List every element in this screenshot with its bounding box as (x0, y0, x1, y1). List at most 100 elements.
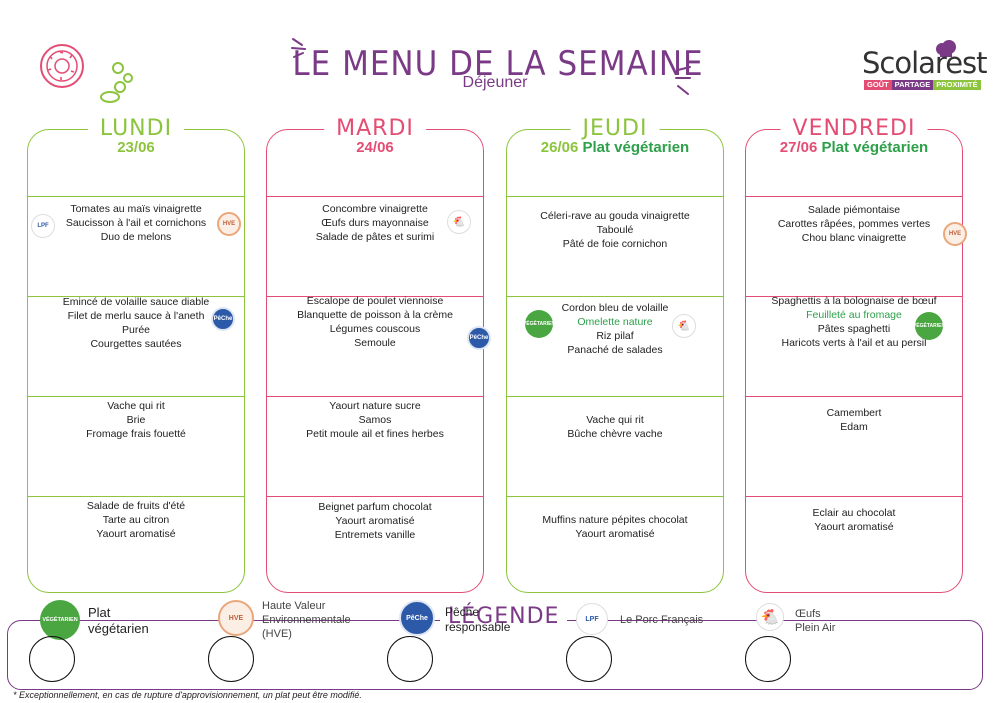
dish: Salade piémontaise (807, 204, 901, 216)
dish: Vache qui rit (586, 414, 644, 426)
mains-list: Escalope de poulet viennoise Blanquette … (267, 294, 483, 350)
dish: Petit moule ail et fines herbes (306, 428, 444, 440)
starters-list: Tomates au maïs vinaigrette Saucisson à … (28, 202, 244, 244)
section-divider (267, 396, 483, 397)
legend-text: Plein Air (795, 622, 836, 634)
logo-tagline: GOÛT PARTAGE PROXIMITÉ (864, 80, 981, 90)
legend-text: Environnementale (262, 614, 351, 626)
dish: Semoule (354, 337, 396, 349)
logo-tagline-gout: GOÛT (864, 80, 892, 90)
dish: Escalope de poulet viennoise (306, 295, 444, 307)
dish: Œufs durs mayonnaise (321, 217, 429, 229)
legend-label-eggs: Œufs Plein Air (795, 607, 835, 635)
dish: Tarte au citron (102, 514, 170, 526)
day-card-jeudi: JEUDI 26/06 Plat végétarien Céleri-rave … (506, 116, 724, 593)
section-divider (28, 196, 244, 197)
header-decoration-left (291, 38, 306, 58)
cheese-list: Vache qui rit Brie Fromage frais fouetté (28, 399, 244, 441)
day-date: 23/06 (117, 139, 155, 156)
section-divider (267, 496, 483, 497)
dish: Emincé de volaille sauce diable (62, 296, 210, 308)
starters-list: Céleri-rave au gouda vinaigrette Taboulé… (507, 209, 723, 251)
chef-hat-icon (936, 40, 956, 57)
vegetarian-tag: Plat végétarien (582, 139, 690, 156)
cheese-list: Vache qui rit Bûche chèvre vache (507, 413, 723, 441)
day-date-line: 24/06 (267, 139, 483, 156)
vegetarian-legend-icon: VÉGÉTARIEN (40, 600, 80, 640)
section-divider (267, 196, 483, 197)
day-name: MARDI (324, 116, 426, 141)
legend-label-vegetarian: Plat végétarien (88, 605, 149, 637)
page-subtitle: Déjeuner (462, 74, 528, 91)
dish: Brie (126, 414, 146, 426)
dish: Camembert (826, 407, 882, 419)
dish-vegetarian: Feuilleté au fromage (806, 309, 902, 321)
dessert-list: Salade de fruits d'été Tarte au citron Y… (28, 499, 244, 541)
section-divider (28, 296, 244, 297)
dish: Carottes râpées, pommes vertes (777, 218, 931, 230)
section-divider (746, 196, 962, 197)
dish: Entremets vanille (334, 529, 416, 541)
logo-tagline-partage: PARTAGE (891, 80, 934, 90)
dish: Spaghettis à la bolognaise de bœuf (771, 295, 937, 307)
porc-francais-legend-icon: LPF (576, 603, 608, 635)
legend-checkbox-circle (745, 636, 791, 682)
dish: Purée (121, 324, 151, 336)
legend-checkbox-circle (29, 636, 75, 682)
dish: Filet de merlu sauce à l'aneth (67, 310, 205, 322)
peche-responsable-badge: PêChe (467, 326, 491, 350)
legend-text: Plat (88, 605, 111, 620)
vegetarian-tag: Plat végétarien (821, 139, 929, 156)
section-divider (28, 496, 244, 497)
dish: Salade de fruits d'été (86, 500, 186, 512)
legend-checkbox-circle (387, 636, 433, 682)
porc-francais-badge: LPF (31, 214, 55, 238)
hve-legend-icon: HVE (218, 600, 254, 636)
mains-list: Cordon bleu de volaille Omelette nature … (507, 301, 723, 357)
dish: Légumes couscous (329, 323, 421, 335)
section-divider (746, 296, 962, 297)
dish: Beignet parfum chocolat (318, 501, 432, 513)
vegetarian-badge: VÉGÉTARIEN (915, 312, 943, 340)
dessert-list: Eclair au chocolat Yaourt aromatisé (746, 506, 962, 534)
dish: Samos (358, 414, 392, 426)
legend-label-porc: Le Porc Français (620, 614, 704, 626)
dish: Pâté de foie cornichon (562, 238, 668, 250)
mains-list: Spaghettis à la bolognaise de bœuf Feuil… (746, 294, 962, 350)
legend-label-hve: Haute Valeur Environnementale (HVE) (262, 599, 351, 641)
legend-text: Œufs (795, 608, 821, 620)
day-card-vendredi: VENDREDI 27/06 Plat végétarien Salade pi… (745, 116, 967, 593)
legend-text: (HVE) (262, 628, 292, 640)
dish: Yaourt aromatisé (575, 528, 655, 540)
logo-wordmark: Scolarest (862, 46, 988, 80)
starters-list: Concombre vinaigrette Œufs durs mayonnai… (267, 202, 483, 244)
dish: Blanquette de poisson à la crème (297, 309, 453, 321)
footnote: * Exceptionnellement, en cas de rupture … (13, 690, 362, 700)
eggs-legend-icon: 🐔 (756, 603, 784, 631)
logo-tagline-proximite: PROXIMITÉ (933, 80, 981, 90)
page-title: LE MENU DE LA SEMAINE (292, 44, 704, 84)
header-decoration-right (675, 66, 691, 95)
dish: Yaourt nature sucre (329, 400, 421, 412)
eggs-free-range-icon: 🐔 (447, 210, 471, 234)
dessert-list: Beignet parfum chocolat Yaourt aromatisé… (267, 500, 483, 542)
dish: Fromage frais fouetté (86, 428, 186, 440)
legend-label-peche: Pêche responsable (445, 605, 510, 635)
dish: Riz pilaf (596, 330, 634, 342)
day-name: VENDREDI (780, 116, 928, 141)
dish: Eclair au chocolat (812, 507, 896, 519)
hve-badge: HVE (943, 222, 967, 246)
legend-text: responsable (445, 620, 511, 634)
section-divider (507, 396, 723, 397)
dish: Cordon bleu de volaille (561, 302, 669, 314)
cheese-list: Camembert Edam (746, 406, 962, 434)
dish: Chou blanc vinaigrette (801, 232, 907, 244)
day-card-lundi: LUNDI 23/06 Tomates au maïs vinaigrette … (27, 116, 245, 593)
dish: Duo de melons (100, 231, 172, 243)
dish: Haricots verts à l'ail et au persil (781, 337, 927, 349)
dish-vegetarian: Omelette nature (577, 316, 653, 328)
day-name: JEUDI (570, 116, 660, 141)
dish: Vache qui rit (107, 400, 165, 412)
day-date: 27/06 (779, 139, 818, 156)
day-card-mardi: MARDI 24/06 Concombre vinaigrette Œufs d… (266, 116, 491, 593)
